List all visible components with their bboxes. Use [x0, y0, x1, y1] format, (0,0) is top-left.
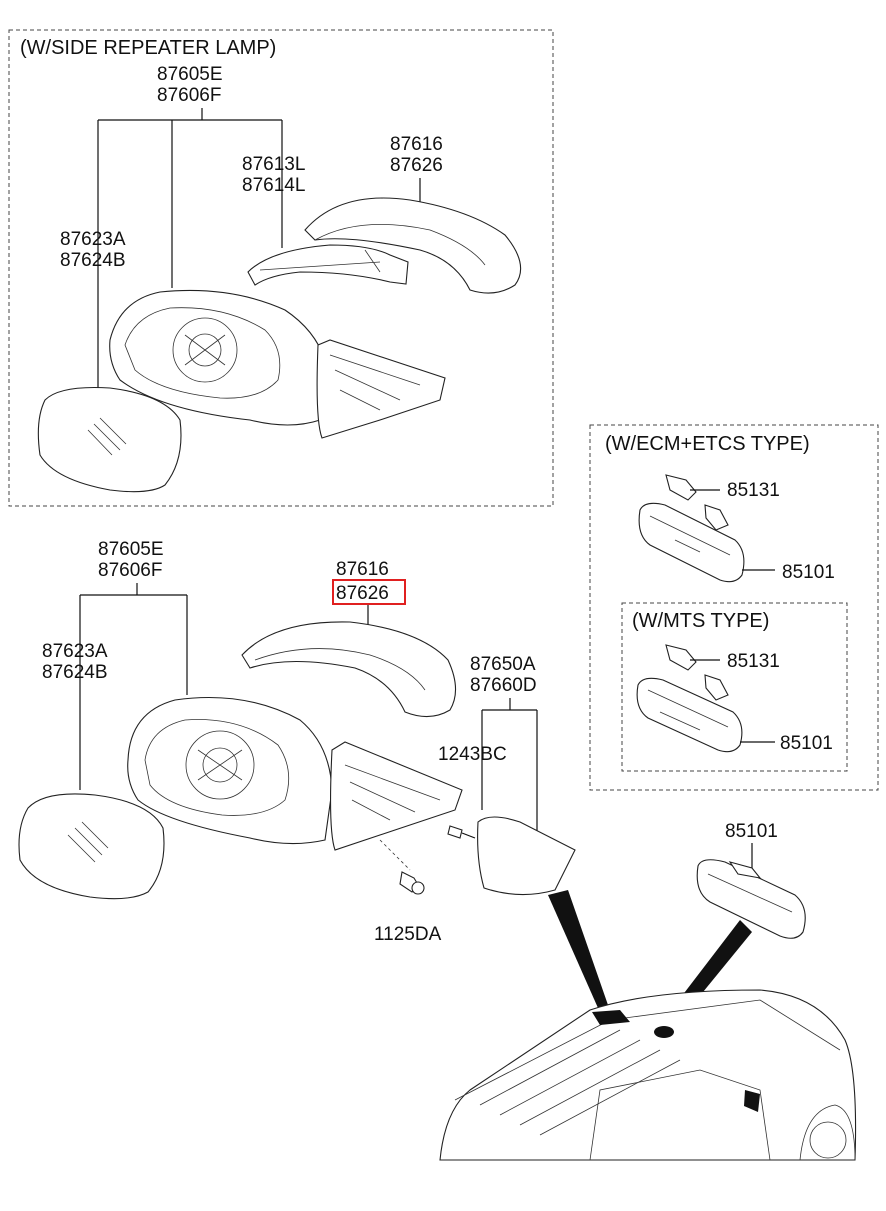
mts-sensor-part[interactable]: [665, 644, 729, 701]
top-assy-leader: [97, 108, 283, 390]
ecm-panel-title: (W/ECM+ETCS TYPE): [605, 433, 810, 455]
side-repeater-panel-border: [8, 29, 554, 507]
mts-rearview-mirror[interactable]: [636, 677, 743, 753]
top-cover-label-1[interactable]: 87616: [390, 134, 443, 155]
main-base-label-1[interactable]: 87650A: [470, 654, 536, 675]
main-glass-label-1[interactable]: 87623A: [42, 641, 108, 662]
top-repeater-lamp[interactable]: [247, 244, 409, 286]
vehicle-illustration: [439, 989, 857, 1161]
ecm-rearview-mirror[interactable]: [638, 502, 745, 583]
arrow-to-side-mirror: [548, 890, 608, 1008]
top-assy-label-2[interactable]: 87606F: [157, 85, 221, 106]
ecm-mirror-label[interactable]: 85101: [782, 562, 835, 583]
mts-sensor-label[interactable]: 85131: [727, 651, 780, 672]
inner-mirror-label[interactable]: 85101: [725, 821, 778, 842]
ecm-sensor-part[interactable]: [665, 474, 729, 531]
top-glass-label-1[interactable]: 87623A: [60, 229, 126, 250]
bolt-b-label[interactable]: 1125DA: [374, 924, 442, 945]
top-assy-label-1[interactable]: 87605E: [157, 64, 223, 85]
top-glass-label-2[interactable]: 87624B: [60, 250, 126, 271]
ecm-panel-border: [589, 424, 879, 791]
top-mirror-base[interactable]: [316, 339, 446, 439]
base-cover-piece[interactable]: [477, 816, 576, 896]
main-base-label-2[interactable]: 87660D: [470, 675, 537, 696]
main-assy-label-2[interactable]: 87606F: [98, 560, 162, 581]
main-mirror-glass[interactable]: [18, 793, 165, 900]
main-cover-label-a[interactable]: 87616: [336, 559, 389, 580]
ecm-sensor-label[interactable]: 85131: [727, 480, 780, 501]
top-cover-label-2[interactable]: 87626: [390, 155, 443, 176]
main-base-leader: [481, 698, 538, 835]
top-mirror-housing[interactable]: [109, 289, 326, 426]
highlight-box: [332, 579, 406, 605]
main-mirror-housing[interactable]: [127, 696, 333, 845]
top-lamp-label-2[interactable]: 87614L: [242, 175, 305, 196]
top-lamp-label-1[interactable]: 87613L: [242, 154, 305, 175]
main-mirror-cover[interactable]: [241, 621, 457, 718]
bolt-1243bc[interactable]: [447, 825, 476, 839]
main-assy-label-1[interactable]: 87605E: [98, 539, 164, 560]
mts-panel-title: (W/MTS TYPE): [632, 610, 769, 632]
main-cover-label-b[interactable]: 87626: [336, 583, 389, 604]
top-mirror-glass[interactable]: [37, 387, 182, 493]
mts-panel-border: [621, 602, 848, 772]
inner-rearview-mirror[interactable]: [696, 859, 806, 939]
mts-mirror-label[interactable]: 85101: [780, 733, 833, 754]
top-mirror-cover[interactable]: [304, 197, 522, 294]
bolt-guide-line: [379, 839, 411, 871]
main-glass-label-2[interactable]: 87624B: [42, 662, 108, 683]
main-mirror-base[interactable]: [329, 741, 463, 851]
side-repeater-title: (W/SIDE REPEATER LAMP): [20, 37, 276, 59]
main-assy-leader: [79, 583, 188, 790]
bolt-a-label[interactable]: 1243BC: [438, 744, 507, 765]
bolt-1125da[interactable]: [399, 871, 425, 895]
